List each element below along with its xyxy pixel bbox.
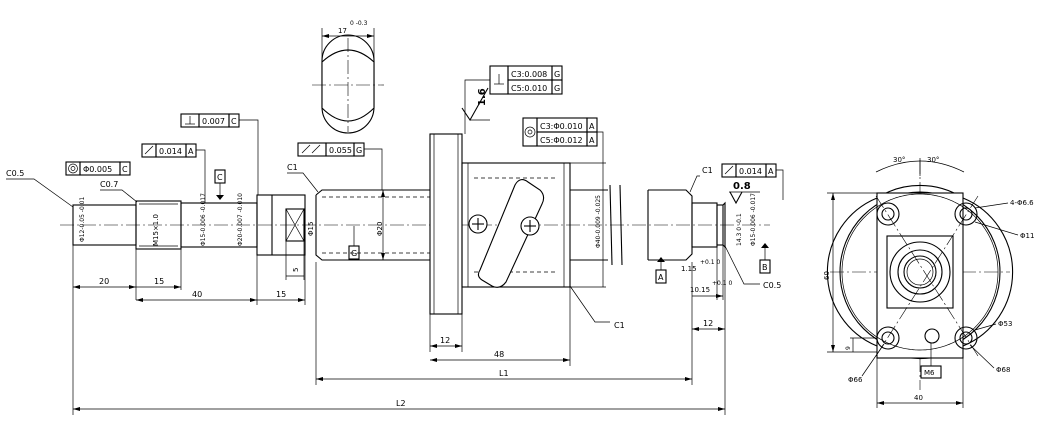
label-phi12: Φ12-0.05 -0.01: [79, 197, 86, 242]
gdt-perp2-datum1: G: [554, 70, 560, 79]
gdt-runout3-val: 0.014: [739, 167, 762, 176]
label-od: Φ68: [996, 366, 1010, 374]
gdt-frames: Φ0.005 C 0.014 A 0.007 C C 0.055 G: [65, 65, 784, 284]
dim-15b: 15: [276, 290, 286, 299]
label-cbore: Φ11: [1020, 232, 1034, 240]
dim-40-side: 40: [914, 394, 923, 402]
chamfer-c05a: C0.5: [6, 169, 24, 178]
chamfer-callouts: C0.5 C0.7 C1 C1 C1 C0.5: [6, 163, 781, 330]
gdt-conc2-row1: C3:Φ0.010: [540, 122, 583, 131]
gdt-perp2-datum2: G: [554, 84, 560, 93]
dim-48: 48: [494, 350, 504, 359]
gdt-perp2-row2: C5:0.010: [511, 84, 547, 93]
gdt-runout2-val: 0.055: [329, 146, 352, 155]
label-phi20: Φ20: [376, 222, 384, 236]
label-holes: 4-Φ6.6: [1010, 199, 1034, 207]
flat-end-view: 17 0 -0.3: [312, 20, 384, 134]
chamfer-c05b: C0.5: [763, 281, 781, 290]
datum-c: C: [217, 173, 223, 182]
angle-30-right: 30°: [927, 156, 939, 164]
gdt-runout1-datum: A: [188, 147, 194, 156]
gdt-conc-datum: C: [122, 165, 128, 174]
roughness-1-6: 1.6: [477, 88, 488, 106]
label-m6: M6: [924, 369, 935, 377]
dim-17: 17: [338, 27, 347, 35]
chamfer-c07: C0.7: [100, 180, 118, 189]
dim-12b: 12: [703, 319, 713, 328]
dim-1-15-tol: +0.1 0: [700, 259, 720, 266]
label-14-3: 14.3 0 -0.1: [736, 213, 743, 246]
flange-side-view: 30° 30° 4-Φ6.6 Φ11 Φ53 Φ68 Φ66 60 9 M6 4: [823, 156, 1034, 408]
datum-a: A: [658, 273, 664, 282]
chamfer-c1c: C1: [702, 166, 713, 175]
label-phi66: Φ66: [848, 376, 863, 384]
dim-12a: 12: [440, 336, 450, 345]
gdt-runout1-val: 0.014: [159, 147, 182, 156]
dim-20: 20: [99, 277, 109, 286]
dim-60: 60: [823, 271, 831, 280]
gdt-perp2-row1: C3:0.008: [511, 70, 547, 79]
dim-40: 40: [192, 290, 202, 299]
datum-b: B: [762, 263, 768, 272]
chamfer-c1b: C1: [614, 321, 625, 330]
datum-g: G: [351, 249, 357, 258]
angle-30-left: 30°: [893, 156, 905, 164]
shaft-main-view: [60, 133, 770, 315]
dim-l2: L2: [396, 399, 406, 408]
gdt-perp1-datum: C: [231, 117, 237, 126]
gdt-perp1-val: 0.007: [202, 117, 225, 126]
label-phi40: Φ40-0.009 -0.025: [595, 195, 602, 248]
gdt-conc2-row2: C5:Φ0.012: [540, 136, 583, 145]
dim-15a: 15: [154, 277, 164, 286]
label-phi20b: Φ20-0.007 -0.010: [237, 193, 244, 246]
gdt-runout2-datum: G: [356, 146, 362, 155]
dimensions: 20 15 40 15 5 12 48 L1: [72, 162, 757, 415]
gdt-runout3-datum: A: [768, 167, 774, 176]
label-phi15: Φ15: [307, 222, 315, 236]
roughness-0-8: 0.8: [733, 181, 751, 192]
dim-10-15-tol: +0.1 0: [712, 280, 732, 287]
gdt-conc2-datum1: A: [589, 122, 595, 131]
label-phi15a: Φ15-0.006 -0.017: [200, 193, 207, 246]
dim-1-15: 1.15: [681, 265, 697, 273]
dim-9: 9: [845, 346, 852, 350]
dim-5: 5: [292, 268, 300, 272]
gdt-conc-val: Φ0.005: [83, 165, 112, 174]
dim-10-15: 10.15: [690, 286, 710, 294]
label-m15: M15×1.0: [152, 214, 160, 246]
label-phi15b: Φ15-0.006 -0.017: [750, 193, 757, 246]
chamfer-c1a: C1: [287, 163, 298, 172]
dim-17-tol: 0 -0.3: [350, 20, 368, 27]
dim-l1: L1: [499, 369, 509, 378]
label-pcd: Φ53: [998, 320, 1012, 328]
gdt-conc2-datum2: A: [589, 136, 595, 145]
